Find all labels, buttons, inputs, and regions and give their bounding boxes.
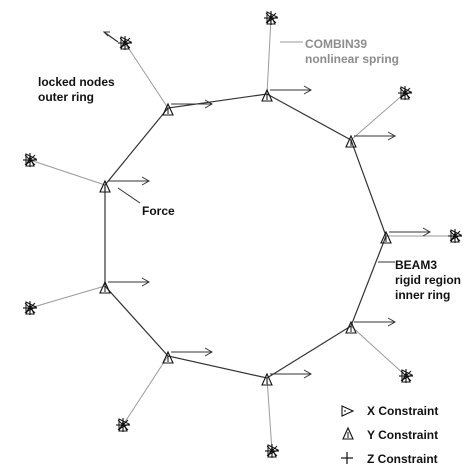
beam-ring (104, 93, 387, 379)
force-arrow-head (422, 227, 432, 237)
force-arrow-head (141, 176, 151, 186)
combin39-label: COMBIN39 nonlinear spring (305, 37, 399, 67)
force-arrow-layer (108, 85, 432, 379)
force-label: Force (142, 204, 175, 219)
force-arrow-head (303, 85, 313, 95)
locked-node-icon (397, 85, 413, 101)
legend-y-constraint: Y Constraint (367, 428, 439, 442)
beam3-label-line3: inner ring (395, 288, 451, 302)
locked-node-icon (117, 35, 133, 51)
locked-node-icon (398, 368, 414, 384)
force-label-text: Force (142, 204, 175, 218)
legend-symbols (340, 405, 354, 465)
force-arrow-head (303, 369, 313, 379)
locked-node-icon (22, 152, 38, 168)
spring-element (266, 17, 272, 95)
node-layer (99, 89, 392, 386)
spring-layer (29, 17, 455, 452)
locked-nodes-pointer-head (102, 31, 110, 37)
pointer-layer (102, 31, 395, 263)
locked-node-icon (264, 443, 280, 459)
spring-element (350, 92, 406, 141)
y-constraint-icon (380, 231, 392, 244)
spring-element (350, 325, 407, 377)
combin39-label-line2: nonlinear spring (305, 52, 400, 66)
z-constraint-icon (340, 451, 354, 465)
spring-element (266, 377, 273, 452)
locked-nodes-label-line2: outer ring (38, 90, 94, 104)
force-arrow-head (141, 277, 151, 287)
y-constraint-icon (99, 180, 111, 193)
spring-element (29, 285, 106, 309)
locked-node-icon (115, 417, 131, 433)
force-arrow-head (204, 347, 214, 357)
legend-x-constraint: X Constraint (367, 404, 439, 418)
locked-node-icon (22, 300, 38, 316)
locked-node-icon (447, 228, 463, 244)
beam3-label-line2: rigid region (395, 273, 461, 287)
beam-ring-layer (104, 93, 387, 379)
locked-nodes-label-line1: locked nodes (38, 75, 115, 89)
force-pointer (117, 187, 141, 204)
legend-z-constraint: Z Constraint (367, 452, 438, 466)
spring-element (124, 42, 169, 109)
y-constraint-icon (342, 427, 354, 440)
force-arrow-head (387, 131, 397, 141)
locked-node-icon (263, 10, 279, 26)
locked-nodes-label: locked nodes outer ring (38, 75, 115, 105)
spring-element (122, 355, 169, 426)
x-constraint-icon (341, 405, 354, 417)
y-constraint-icon (162, 103, 174, 116)
force-arrow-head (204, 99, 214, 109)
beam3-label-line1: BEAM3 (395, 258, 438, 272)
beam3-label: BEAM3 rigid region inner ring (395, 258, 461, 303)
spring-element (29, 159, 106, 186)
force-arrow-head (387, 317, 397, 327)
combin39-label-line1: COMBIN39 (305, 37, 368, 51)
